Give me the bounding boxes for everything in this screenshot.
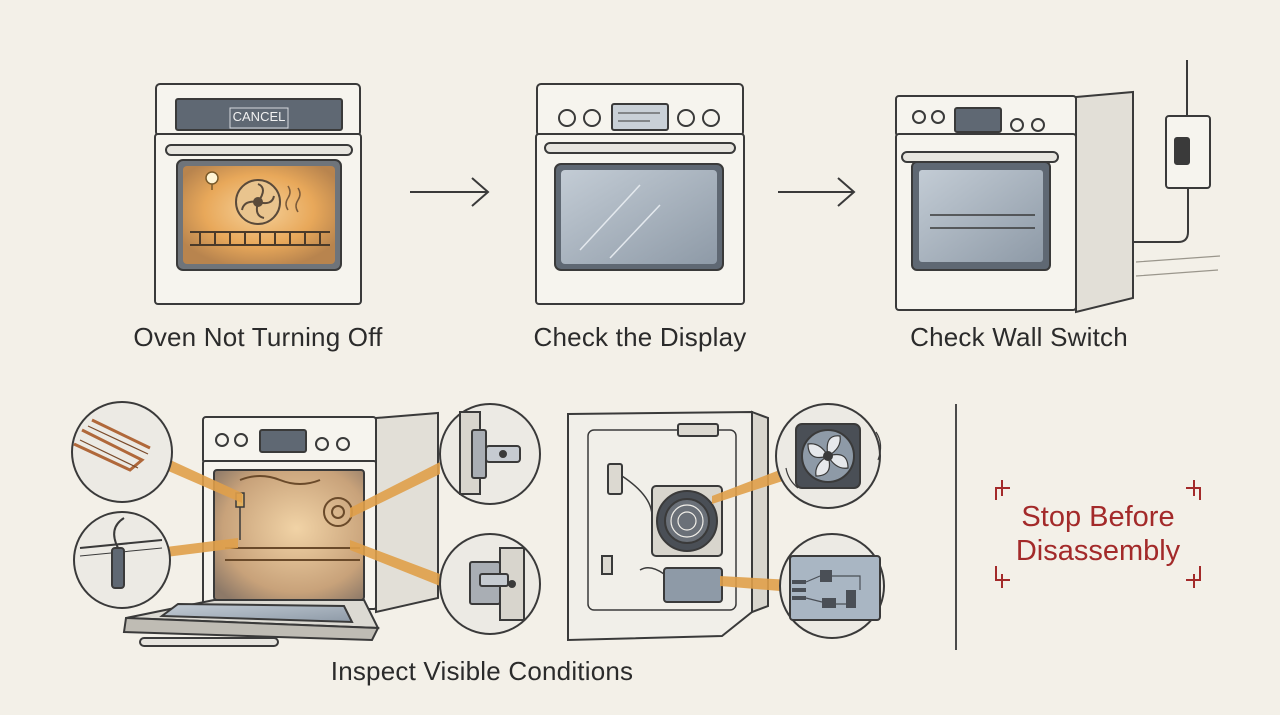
cancel-display-frame [229, 107, 289, 129]
step-label-check-wall-switch: Check Wall Switch [910, 322, 1128, 352]
heating-element-icon [71, 401, 173, 503]
light-bulb-icon [205, 171, 219, 190]
arrow-right-icon [410, 177, 490, 207]
fan-icon [235, 179, 281, 225]
step-label-check-display: Check the Display [533, 322, 747, 352]
oven-not-turning-off [154, 83, 362, 305]
arrow-right-icon [778, 177, 856, 207]
callout-lines-left [158, 458, 440, 586]
oven-check-wall-switch [895, 90, 1134, 314]
cancel-display: CANCEL [233, 109, 286, 124]
temperature-probe-icon [73, 511, 171, 609]
stop-warning: Stop Before Disassembly [1016, 500, 1180, 568]
open-oven [122, 411, 439, 647]
door-hinge-icon [439, 403, 541, 505]
step-label-oven-not-turning-off: Oven Not Turning Off [133, 322, 383, 352]
warning-frame [995, 480, 1201, 588]
control-board-icon [779, 533, 885, 639]
door-hinge-icon [439, 533, 541, 635]
oven-back-panel [567, 410, 769, 642]
oven-check-display [535, 83, 745, 305]
convection-fan-icon [775, 403, 882, 509]
wall-switch-icon [1134, 60, 1221, 277]
callout-lines-right [712, 466, 792, 592]
stop-warning-line1: Stop Before [1021, 501, 1175, 533]
inspect-label: Inspect Visible Conditions [330, 656, 634, 686]
stop-warning-line2: Disassembly [1015, 535, 1181, 567]
